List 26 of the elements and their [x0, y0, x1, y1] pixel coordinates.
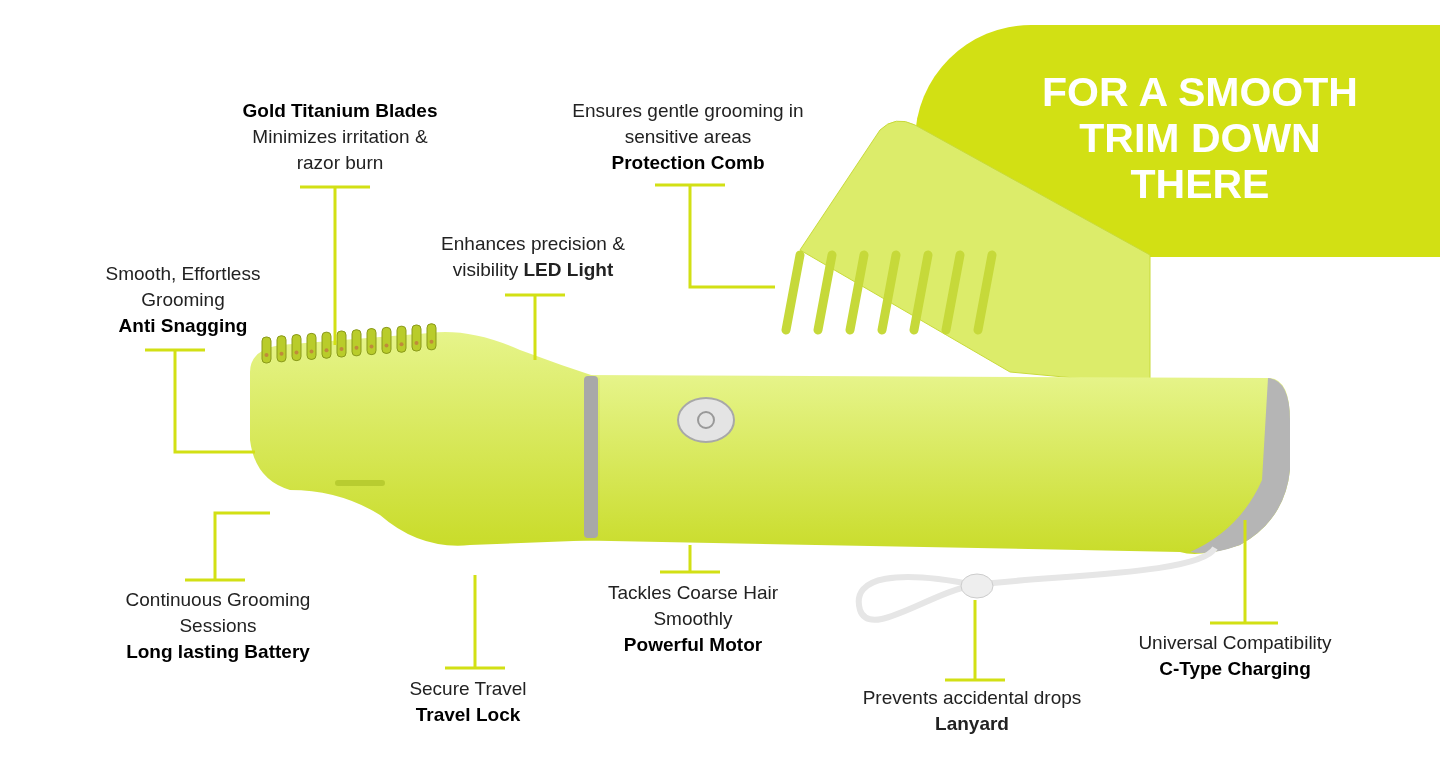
leader-line	[503, 293, 567, 362]
feature-name: Protection Comb	[610, 151, 766, 175]
title: FOR A SMOOTH TRIM DOWN THERE	[1041, 69, 1359, 207]
feature-description: Secure Travel	[408, 677, 528, 701]
feature-name: C-Type Charging	[1158, 657, 1312, 681]
leader-line	[443, 573, 507, 670]
feature-name: Gold Titanium Blades	[241, 99, 439, 123]
leader-line	[1208, 518, 1280, 625]
callout-text: Prevents accidental drops Lanyard	[862, 686, 1082, 736]
feature-name: Anti Snagging	[117, 314, 249, 338]
feature-name: Powerful Motor	[622, 633, 764, 657]
feature-description: Continuous Grooming Sessions	[124, 588, 312, 638]
feature-description: Universal Compatibility	[1137, 631, 1333, 655]
feature-description: Minimizes irritation & razor burn	[251, 125, 429, 175]
leader-line	[943, 598, 1007, 682]
leader-line	[653, 183, 777, 289]
feature-description: Tackles Coarse Hair Smoothly	[607, 581, 779, 631]
leader-line	[183, 511, 272, 582]
feature-description: Ensures gentle grooming in sensitive areas	[571, 99, 805, 149]
feature-name: Long lasting Battery	[125, 640, 311, 664]
feature-name: Travel Lock	[414, 703, 522, 727]
callout-text: Enhances precision & visibility LED Light	[440, 232, 626, 282]
feature-description: Smooth, Effortless Grooming	[104, 262, 262, 312]
leader-line	[658, 543, 722, 574]
leader-line	[298, 185, 372, 347]
leader-line	[143, 348, 257, 454]
